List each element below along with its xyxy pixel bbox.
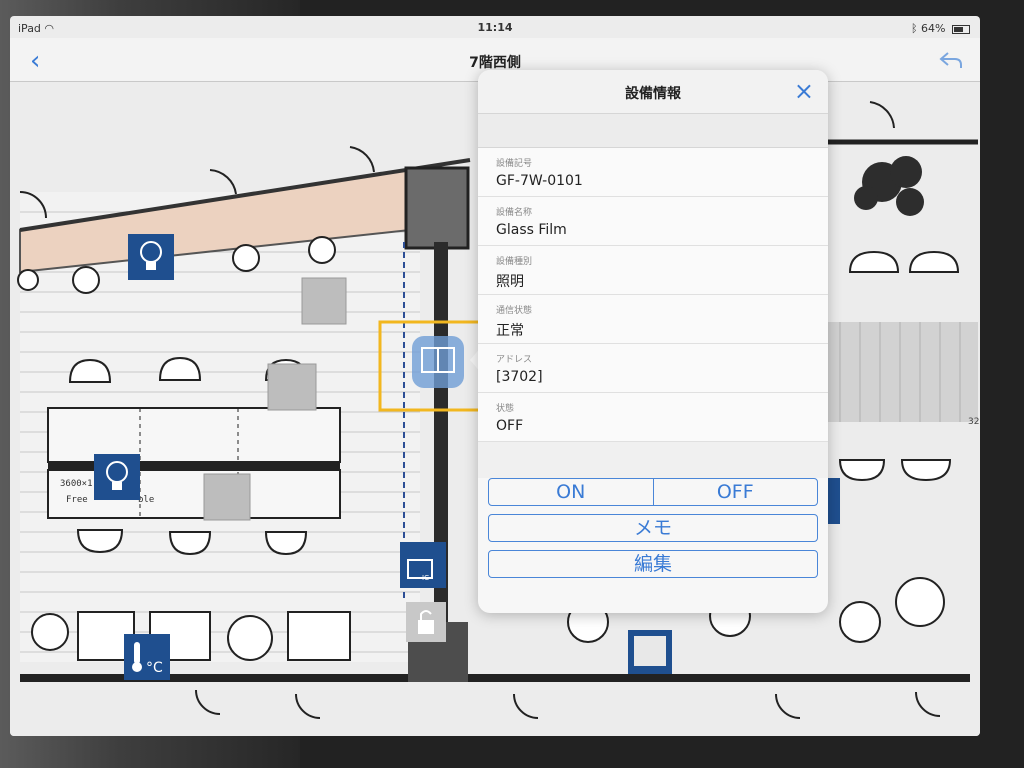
popover-title: 設備情報 <box>625 86 681 102</box>
field-connection-status: 通信状態 正常 <box>478 295 828 344</box>
field-value: Glass Film <box>496 222 567 238</box>
field-equipment-type: 設備種別 照明 <box>478 246 828 295</box>
status-right: ᛒ 64% <box>911 22 970 35</box>
thermometer-icon[interactable]: °C <box>124 634 170 680</box>
field-value: OFF <box>496 418 524 434</box>
svg-text:°C: °C <box>146 660 163 676</box>
memo-button[interactable]: メモ <box>488 514 818 542</box>
field-label: アドレス <box>496 355 533 365</box>
battery-icon <box>952 24 970 34</box>
popover-spacer <box>478 114 828 148</box>
edit-button[interactable]: 編集 <box>488 550 818 578</box>
field-label: 設備記号 <box>496 159 533 169</box>
field-value: 照明 <box>496 274 524 290</box>
plant <box>854 156 924 216</box>
equipment-info-popover: 設備情報 × 設備記号 GF-7W-0101 設備名称 Glass Film 設… <box>478 70 828 613</box>
field-state: 状態 OFF <box>478 393 828 442</box>
page-title: 7階西側 <box>469 55 521 71</box>
popover-header: 設備情報 × <box>478 70 828 114</box>
lock-icon[interactable] <box>406 602 446 642</box>
svg-text:IC: IC <box>422 574 429 582</box>
field-label: 設備名称 <box>496 208 533 218</box>
on-button[interactable]: ON <box>556 481 586 503</box>
field-label: 状態 <box>496 404 515 414</box>
right-floor-area <box>828 322 978 422</box>
pillar <box>404 166 470 250</box>
wifi-icon: ◠ <box>44 22 55 35</box>
light-bulb-icon[interactable] <box>128 234 174 280</box>
table-label-free: Free <box>66 495 88 505</box>
right-label: 32 <box>968 417 979 427</box>
wall-panels <box>203 277 347 521</box>
sensor-icon[interactable] <box>628 630 672 674</box>
undo-icon[interactable] <box>938 50 964 74</box>
off-button[interactable]: OFF <box>652 479 818 505</box>
table-label-size: 3600×1 <box>60 479 93 489</box>
field-address: アドレス [3702] <box>478 344 828 393</box>
bluetooth-icon: ᛒ <box>910 22 918 35</box>
door-swings-top <box>19 101 895 219</box>
field-value: GF-7W-0101 <box>496 173 583 189</box>
chevron-left-icon[interactable]: ‹ <box>30 46 41 76</box>
battery-percent: 64% <box>921 22 946 35</box>
door-swings-bottom <box>195 689 941 719</box>
on-off-segmented-control: ON OFF <box>488 478 818 506</box>
light-bulb-icon-2[interactable] <box>94 454 140 500</box>
field-label: 通信状態 <box>496 306 533 316</box>
ceiling-lights <box>17 236 336 294</box>
status-device: iPad ◠ <box>18 22 55 35</box>
field-value: 正常 <box>496 323 524 339</box>
close-icon[interactable]: × <box>793 77 814 105</box>
status-bar: iPad ◠ 11:14 ᛒ 64% <box>10 16 980 38</box>
desk-table: 3600×1 Free ble <box>47 407 341 519</box>
table-label-ble: ble <box>138 495 154 505</box>
ic-card-reader-icon[interactable]: IC <box>400 542 446 588</box>
field-equipment-name: 設備名称 Glass Film <box>478 197 828 246</box>
ipad-screen: iPad ◠ 11:14 ᛒ 64% ‹ 7階西側 <box>10 16 980 736</box>
field-value: [3702] <box>496 369 543 385</box>
popover-gap <box>478 442 828 478</box>
field-equipment-code: 設備記号 GF-7W-0101 <box>478 148 828 197</box>
status-time: 11:14 <box>477 21 513 34</box>
field-label: 設備種別 <box>496 257 533 267</box>
